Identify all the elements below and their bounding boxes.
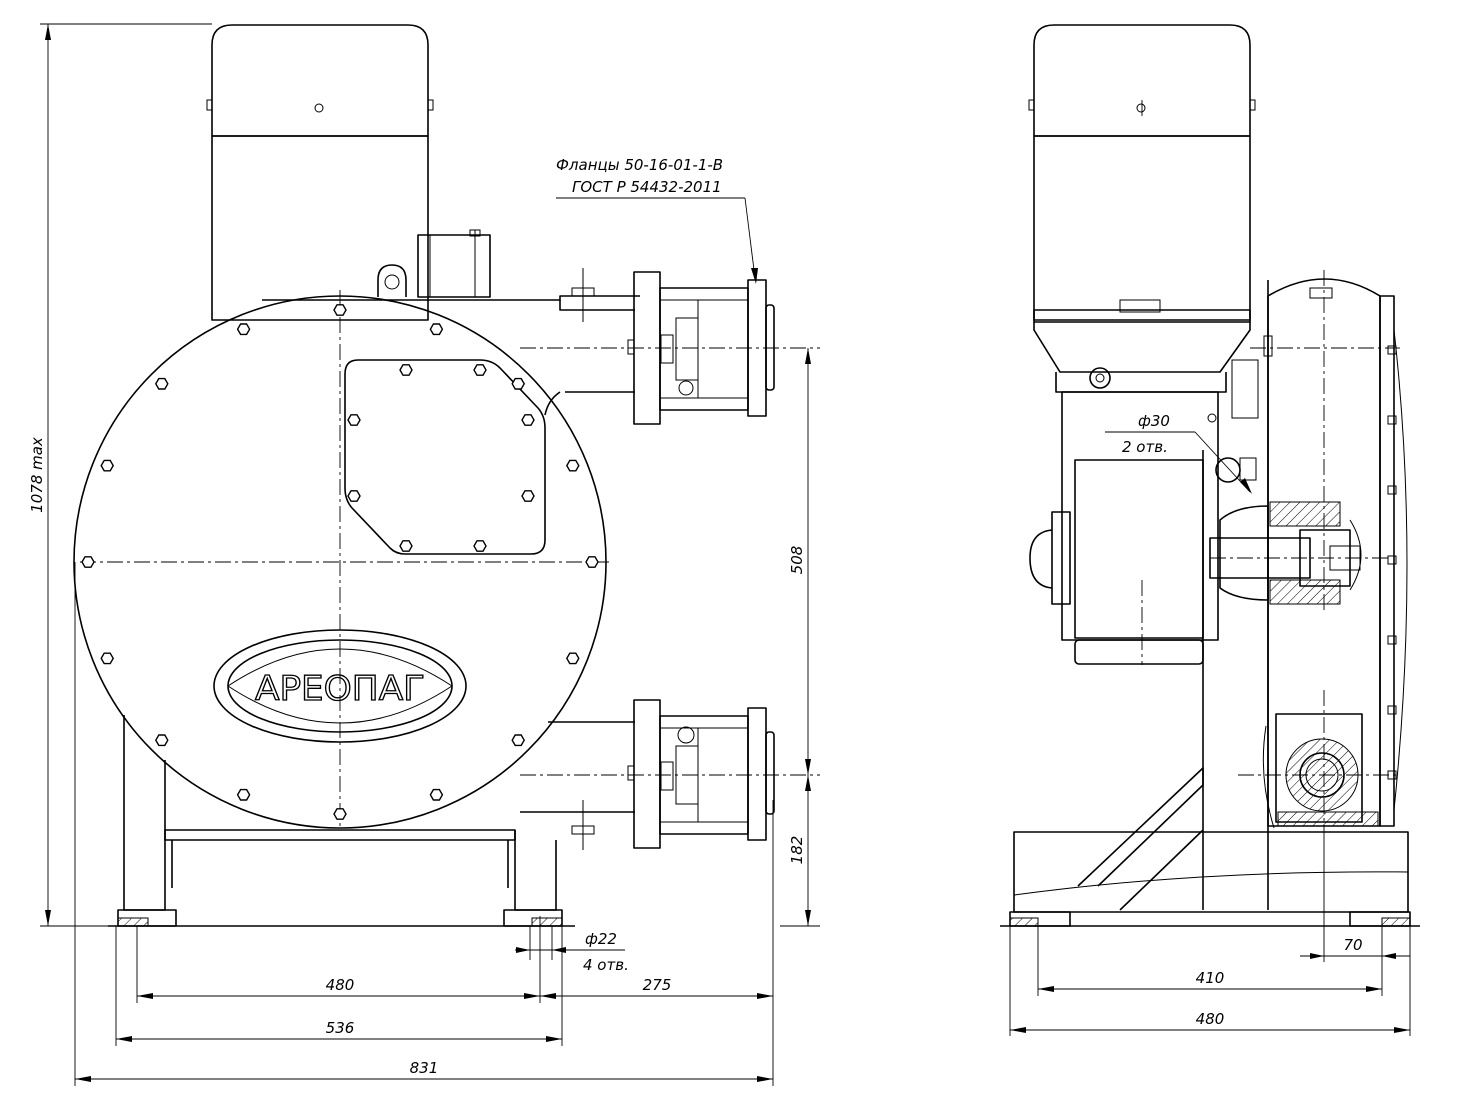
side-bolts [1387,345,1397,780]
side-bolt [1387,345,1397,355]
hex-bolt [347,414,361,426]
hex-bolt [511,734,526,747]
inspection-cover [344,359,546,555]
dim-831: 831 [410,1059,439,1077]
side-motor-cap [1033,24,1251,137]
hex-bolt [399,540,413,552]
motor-body [211,135,429,321]
flange-callout-line2: ГОСТ Р 54432-2011 [572,178,722,196]
hex-bolt [236,788,251,801]
hex-bolt [333,808,347,820]
side-bolt [1387,485,1397,495]
flange-callout-line1: Фланцы 50-16-01-1-B [556,156,723,174]
lifting-eye [377,264,407,297]
hex-bolt [399,364,413,376]
dimension-lines [40,23,1411,1086]
hex-bolt [347,490,361,502]
hole30-callout-line2: 2 отв. [1122,438,1168,456]
hex-bolt [565,652,580,665]
gear-coupling [417,234,491,298]
side-bolt [1387,415,1397,425]
hex-bolt [100,652,115,665]
hex-bolt [429,323,444,336]
casing-bolts [81,304,599,820]
side-view [1000,24,1420,927]
hex-bolt [521,414,535,426]
side-bolt [1387,635,1397,645]
side-bolt [1387,555,1397,565]
front-view: АРЕОПАГ [73,24,820,927]
dim-536: 536 [326,1019,355,1037]
hex-bolt [333,304,347,316]
hex-bolt [565,459,580,472]
dim-275: 275 [643,976,672,994]
hex-bolt [521,490,535,502]
bottom-flange-assembly [520,699,775,850]
dim-port-height: 182 [788,836,806,865]
hex-bolt [154,734,169,747]
hex-bolt [473,540,487,552]
motor-cap [211,24,429,137]
hole22-callout-line1: ф22 [585,930,617,948]
annotations: Фланцы 50-16-01-1-B ГОСТ Р 54432-2011 10… [28,156,1363,1077]
dim-410: 410 [1196,969,1225,987]
dim-70: 70 [1343,936,1362,954]
hex-bolt [511,377,526,390]
hole22-callout-line2: 4 отв. [583,956,629,974]
hex-bolt [473,364,487,376]
hex-bolt [154,377,169,390]
hex-bolt [585,556,599,568]
hex-bolt [429,788,444,801]
hex-bolt [81,556,95,568]
side-bolt [1387,705,1397,715]
dim-port-spacing: 508 [788,546,806,575]
dim-480-side: 480 [1196,1010,1225,1028]
side-motor-body [1033,135,1251,321]
front-stand [108,715,575,927]
hole30-callout-line1: ф30 [1138,412,1170,430]
side-bolt [1387,770,1397,780]
hex-bolt [100,459,115,472]
dim-480-front: 480 [326,976,355,994]
hex-bolt [236,323,251,336]
dim-height-max: 1078 max [28,437,46,513]
